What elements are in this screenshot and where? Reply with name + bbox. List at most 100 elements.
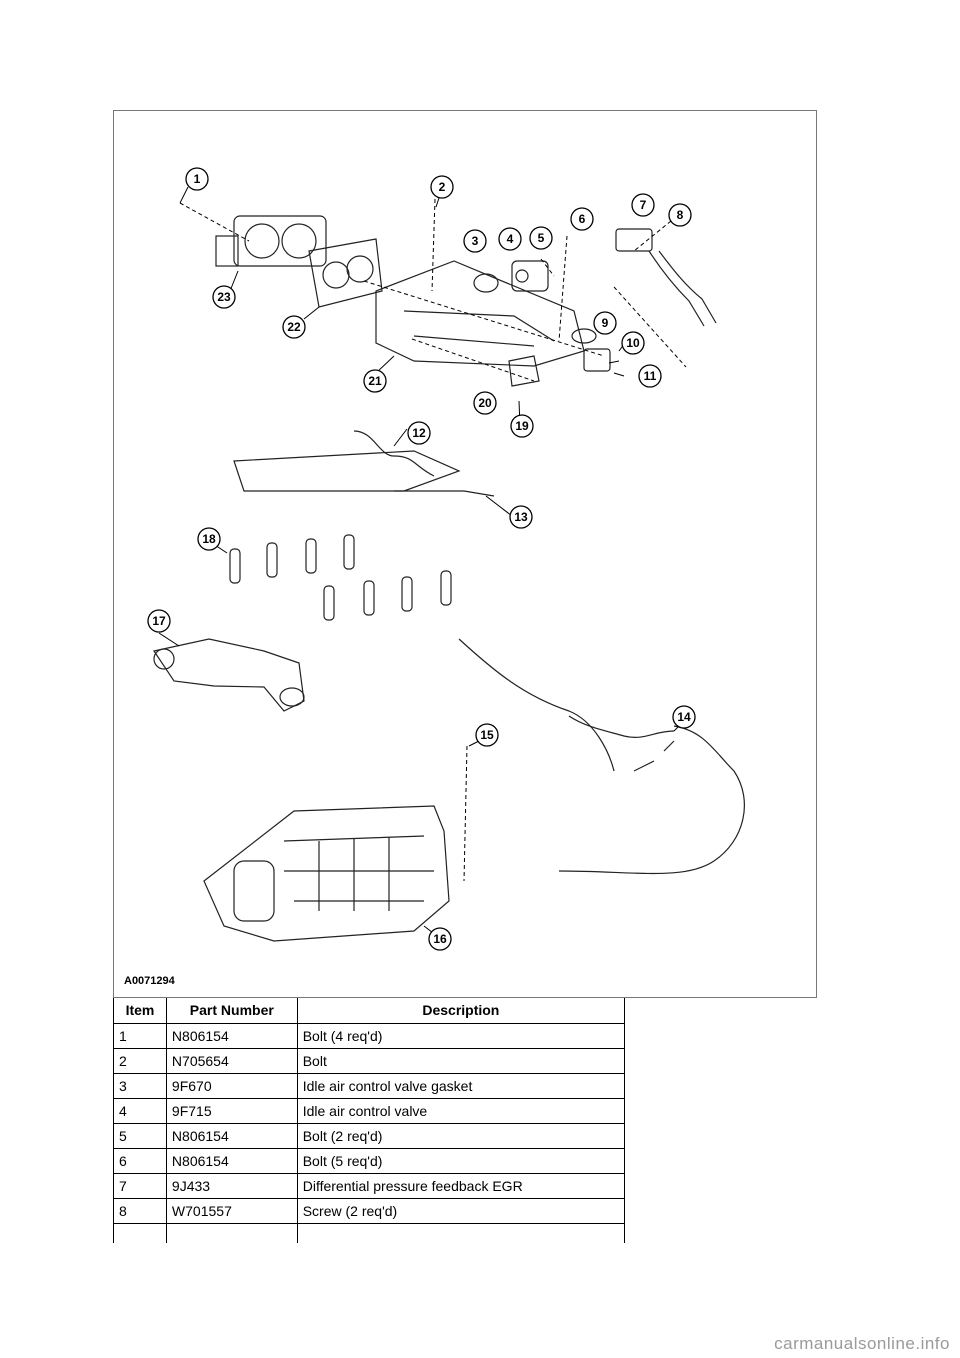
callout-number: 1: [194, 172, 201, 186]
description-cell: Screw (2 req'd): [296, 1197, 626, 1224]
upper-intake-drawing: [375, 260, 585, 367]
callout-circle: [498, 227, 522, 251]
callout-number: 13: [514, 510, 528, 524]
bracket-drawing: [508, 355, 540, 387]
callout-number: 23: [217, 290, 231, 304]
table-row-empty: [113, 1222, 626, 1243]
item-cell: 6: [113, 1147, 167, 1174]
item-cell: 8: [113, 1197, 167, 1224]
callout-circle: [363, 369, 387, 393]
callout-circle: [463, 229, 487, 253]
callout-circle: [529, 226, 553, 250]
callout-number: 9: [602, 316, 609, 330]
callout-number: 22: [287, 320, 301, 334]
callout-number: 18: [202, 532, 216, 546]
callout-circle: [510, 414, 534, 438]
part-number-cell: W701557: [165, 1197, 298, 1224]
callout-circle: [509, 505, 533, 529]
leader-lines: [179, 198, 687, 882]
callout-number: 14: [677, 710, 691, 724]
wiring-harness-drawing: [458, 638, 745, 875]
lower-intake-drawing: [203, 805, 450, 942]
callout-number: 10: [626, 336, 640, 350]
callout-number: 17: [152, 614, 166, 628]
description-cell: Idle air control valve: [296, 1097, 626, 1124]
callout-number: 6: [579, 212, 586, 226]
callout-number: 19: [515, 419, 529, 433]
callout-circle: [407, 421, 431, 445]
throttle-body-drawing: [215, 215, 327, 267]
callout-circle: [197, 527, 221, 551]
iac-gasket-drawing: [473, 273, 499, 293]
description-cell: Differential pressure feedback EGR: [296, 1172, 626, 1199]
callout-circle: [668, 203, 692, 227]
part-number-cell: 9J433: [165, 1172, 298, 1199]
header-part-number: Part Number: [165, 998, 298, 1024]
callout-number: 2: [439, 180, 446, 194]
coolant-tube-drawing: [153, 638, 305, 712]
callout-circle: [475, 723, 499, 747]
callout-number: 20: [478, 396, 492, 410]
dpfe-sensor-drawing: [615, 228, 717, 327]
callout-circle: [212, 285, 236, 309]
callout-circle: [147, 609, 171, 633]
callout-number: 21: [368, 374, 382, 388]
callout-circle: [672, 705, 696, 729]
item-cell: 3: [113, 1072, 167, 1099]
iac-valve-drawing: [511, 260, 549, 292]
description-cell: Idle air control valve gasket: [296, 1072, 626, 1099]
watermark-footer: carmanualsonline.info: [774, 1334, 950, 1353]
callout-number: 7: [640, 198, 647, 212]
callout-number: 4: [507, 232, 514, 246]
callout-number: 11: [644, 369, 657, 383]
callout-number: 15: [480, 728, 494, 742]
part-number-cell: 9F715: [165, 1097, 298, 1124]
part-number-cell: 9F670: [165, 1072, 298, 1099]
item-cell: 7: [113, 1172, 167, 1199]
header-description: Description: [296, 998, 626, 1024]
description-cell: Bolt (5 req'd): [296, 1147, 626, 1174]
item-cell: 1: [113, 1022, 167, 1049]
component-drawings: [153, 215, 745, 942]
fuel-rail-drawing: [233, 430, 495, 497]
header-item: Item: [113, 998, 167, 1024]
callout-circle: [631, 193, 655, 217]
egr-valve-drawing: [571, 328, 611, 372]
part-number-cell: N806154: [165, 1022, 298, 1049]
callout-circle: [638, 364, 662, 388]
description-cell: Bolt (2 req'd): [296, 1122, 626, 1149]
item-cell: 5: [113, 1122, 167, 1149]
callout-circle: [430, 175, 454, 199]
part-number-cell: N806154: [165, 1147, 298, 1174]
callout-circle: [570, 207, 594, 231]
description-cell: Bolt (4 req'd): [296, 1022, 626, 1049]
callout-number: 3: [472, 234, 479, 248]
callout-circle: [473, 391, 497, 415]
part-number-cell: N806154: [165, 1122, 298, 1149]
figure-id-label: A0071294: [124, 975, 175, 987]
item-cell: 2: [113, 1047, 167, 1074]
callout-leaders: [158, 186, 685, 937]
fuel-injectors-drawing: [229, 534, 452, 621]
description-cell: Bolt: [296, 1047, 626, 1074]
part-number-cell: N705654: [165, 1047, 298, 1074]
callout-circle: [185, 167, 209, 191]
callout-number: 16: [433, 932, 447, 946]
callout-circle: [593, 311, 617, 335]
item-cell: 4: [113, 1097, 167, 1124]
callout-number: 12: [412, 426, 426, 440]
callout-circle: [282, 315, 306, 339]
table-header-row: Item Part Number Description: [113, 998, 626, 1024]
callout-circle: [621, 331, 645, 355]
